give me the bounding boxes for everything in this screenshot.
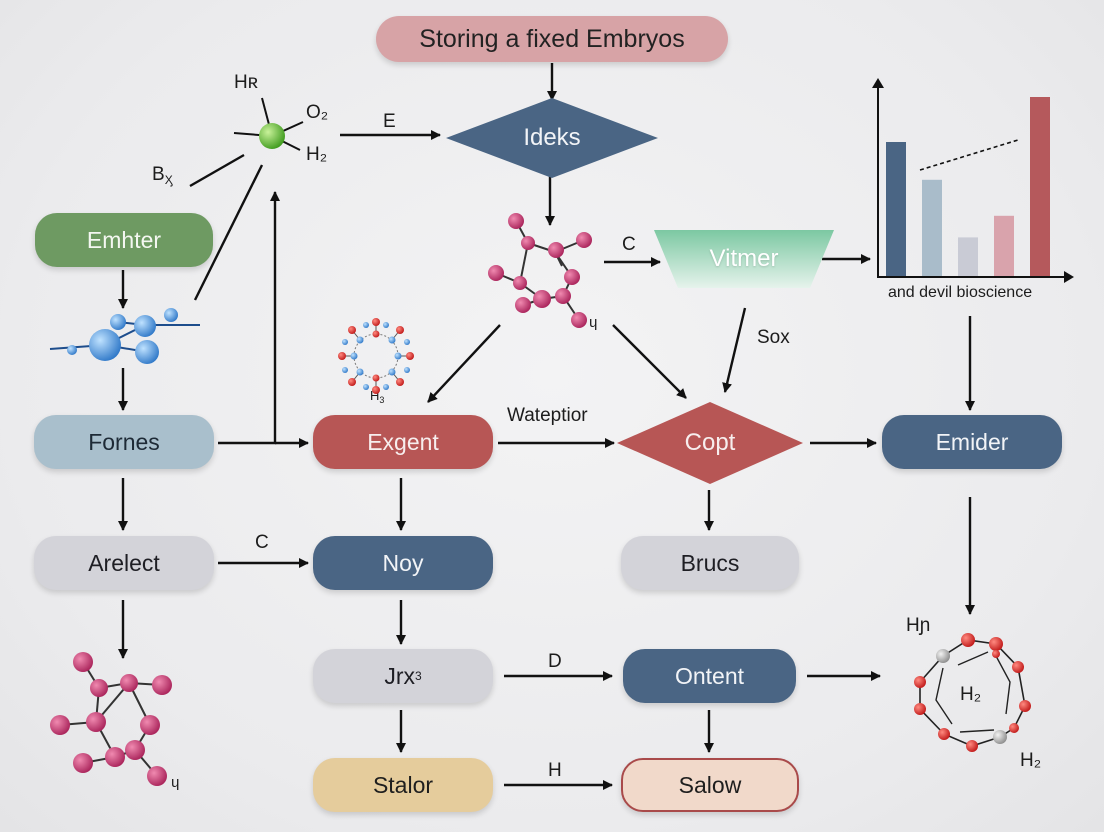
- edge-label-e: E: [383, 111, 396, 132]
- edge-label-d: D: [548, 651, 562, 672]
- edge-label-wateptior: Wateptior: [507, 405, 588, 426]
- blue-molecule-icon: [49, 308, 200, 364]
- edge-label-c-mid: C: [255, 532, 269, 553]
- molecule-label-h3: H3: [370, 388, 384, 405]
- chart-bar-4: [994, 215, 1014, 277]
- molecule-label-hn: Hɲ: [906, 615, 931, 636]
- copt-label: Copt: [684, 429, 736, 456]
- chart-y-arrow: [872, 78, 884, 88]
- ideks-label: Ideks: [523, 124, 581, 151]
- molecule-label-hr: Hʀ: [234, 72, 259, 93]
- salow-node: Salow: [621, 758, 799, 812]
- arrow-molecule-exgent: [427, 324, 501, 403]
- arrow-molecule-copt: [612, 324, 687, 399]
- molecule-label-hook-bottom: ɥ: [171, 774, 180, 791]
- chart-x-arrow: [1064, 271, 1074, 283]
- ideks-decision-node: Ideks: [446, 98, 658, 178]
- line-bx-cross: [189, 153, 245, 188]
- line-molecule-cross: [193, 164, 264, 301]
- chart-trend-line: [919, 139, 1019, 171]
- vitmer-shape: [654, 230, 834, 288]
- cross-molecule-icon: [233, 97, 304, 151]
- molecule-label-h2-ring: H₂: [960, 684, 982, 705]
- vitmer-label: Vitmer: [709, 245, 779, 272]
- chart-bar-1: [886, 142, 906, 277]
- ontent-node: Ontent: [623, 649, 796, 703]
- emider-node: Emider: [882, 415, 1062, 469]
- edge-label-h: H: [548, 760, 562, 781]
- chart-x-axis-label: and devil bioscience: [888, 284, 1033, 301]
- molecule-label-h2-top: H₂: [306, 144, 328, 165]
- pink-molecule-bottom-icon: [50, 652, 172, 786]
- molecule-label-hook-mid: ɥ: [589, 314, 598, 331]
- chart-bar-5: [1030, 97, 1050, 277]
- ideks-diamond-shape: [446, 98, 658, 178]
- fornes-node: Fornes: [34, 415, 214, 469]
- title-node: Storing a fixed Embryos: [376, 16, 728, 62]
- bar-chart: [872, 78, 1074, 283]
- brucs-node: Brucs: [621, 536, 799, 590]
- ring-molecule-small-icon: [338, 318, 414, 394]
- h3-subscript: 3: [379, 395, 385, 405]
- molecule-label-o2: O₂: [306, 102, 329, 123]
- pink-molecule-icon: [488, 213, 592, 328]
- jrx-label: Jrx: [384, 662, 415, 689]
- chart-bar-2: [922, 179, 942, 277]
- noy-node: Noy: [313, 536, 493, 590]
- bx-letter: B: [152, 164, 165, 185]
- exgent-node: Exgent: [313, 415, 493, 469]
- ring-molecule-large-icon: [914, 633, 1031, 752]
- jrx-subscript: 3: [414, 669, 422, 683]
- emhter-node: Emhter: [35, 213, 213, 267]
- arrow-sox-copt: [722, 307, 747, 393]
- molecule-label-bx: BӼ: [152, 164, 173, 187]
- stalor-node: Stalor: [313, 758, 493, 812]
- bar-chart-bars: [886, 97, 1050, 277]
- molecule-label-h2-br: H₂: [1020, 750, 1042, 771]
- vitmer-node: Vitmer: [654, 230, 834, 288]
- copt-decision-node: Copt: [617, 402, 803, 484]
- edge-label-c-top: C: [622, 234, 636, 255]
- chart-bar-3: [958, 237, 978, 277]
- h3-letter: H: [370, 388, 380, 403]
- edge-label-sox: Sox: [757, 327, 790, 348]
- arelect-node: Arelect: [34, 536, 214, 590]
- copt-diamond-shape: [617, 402, 803, 484]
- bx-subscript: Ӽ: [164, 173, 173, 187]
